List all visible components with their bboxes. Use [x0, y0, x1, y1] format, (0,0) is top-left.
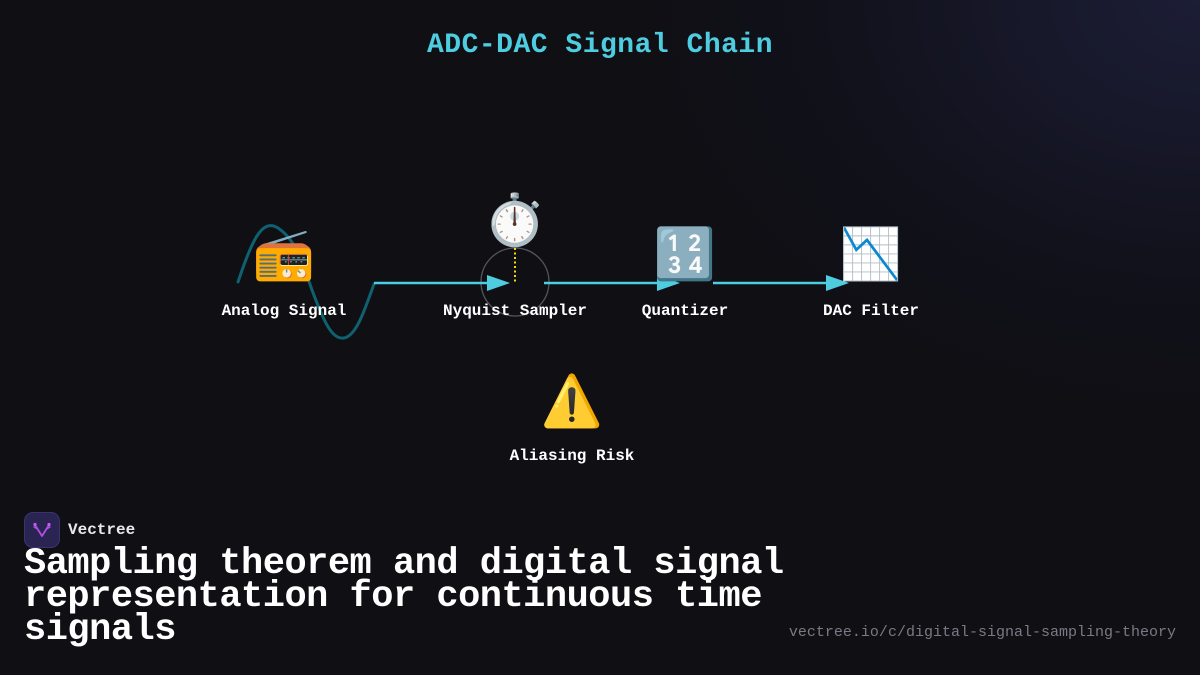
edge-quantizer-to-dac	[713, 275, 849, 291]
page-url[interactable]: vectree.io/c/digital-signal-sampling-the…	[788, 624, 1176, 641]
diagram-title: ADC-DAC Signal Chain	[426, 30, 774, 61]
node-analog-signal[interactable]: 📻 Analog Signal	[204, 226, 364, 320]
analog-sine-wave	[236, 224, 376, 340]
brand: Vectree	[24, 512, 135, 548]
node-label: Analog Signal	[221, 302, 347, 320]
warning-icon: ⚠️	[540, 372, 604, 430]
node-quantizer[interactable]: 🔢 Quantizer	[605, 226, 765, 320]
headline: Sampling theorem and digital signal repr…	[24, 543, 784, 651]
brand-name: Vectree	[68, 521, 136, 539]
node-label: DAC Filter	[822, 302, 919, 320]
node-nyquist-sampler[interactable]: ⏱️ Nyquist Sampler	[425, 192, 605, 320]
node-aliasing-risk[interactable]: ⚠️ Aliasing Risk	[492, 373, 652, 465]
radio-icon: 📻	[252, 225, 316, 283]
stopwatch-icon: ⏱️	[483, 191, 547, 249]
node-label: Nyquist Sampler	[442, 302, 588, 320]
node-label: Quantizer	[641, 302, 729, 320]
chart-decreasing-icon: 📉	[839, 225, 903, 283]
node-dac-filter[interactable]: 📉 DAC Filter	[791, 226, 951, 320]
edge-analog-to-sampler	[374, 275, 510, 291]
node-label: Aliasing Risk	[509, 447, 635, 465]
vectree-logo-icon	[24, 512, 60, 548]
input-numbers-icon: 🔢	[653, 225, 717, 283]
edge-sampler-to-quantizer	[544, 275, 680, 291]
